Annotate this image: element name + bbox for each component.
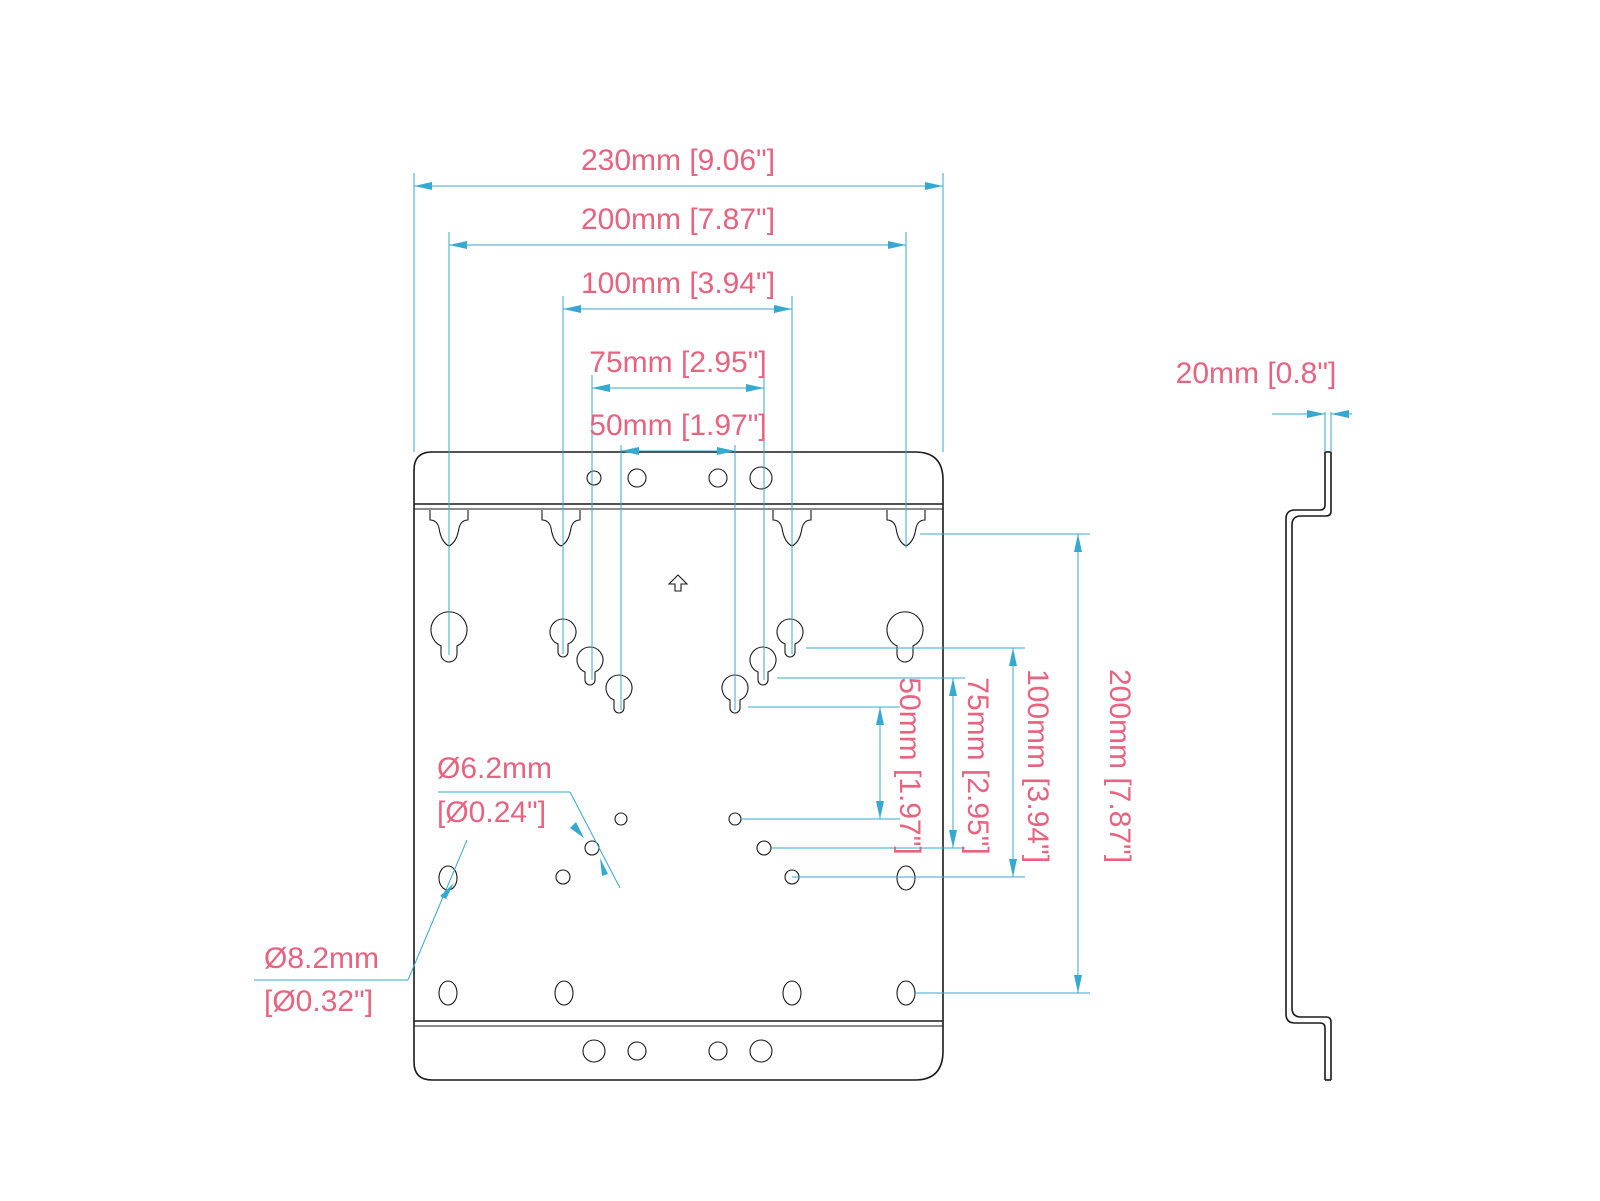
small-hole-diameter-mm: Ø6.2mm	[437, 752, 552, 785]
dim-50mm-horizontal: 50mm [1.97"]	[589, 409, 766, 442]
dimension-lines	[254, 173, 1352, 994]
dim-depth: 20mm [0.8"]	[1176, 357, 1337, 390]
dim-50mm-vertical: 50mm [1.97"]	[893, 677, 926, 854]
plate-front-view	[413, 451, 944, 1081]
hook-slots	[429, 510, 926, 547]
plate-side-view	[1285, 451, 1332, 1081]
plate-outline	[413, 451, 944, 1081]
dim-75mm-vertical: 75mm [2.95"]	[961, 677, 994, 854]
up-arrow-icon	[667, 574, 689, 592]
dim-75mm-horizontal: 75mm [2.95"]	[589, 346, 766, 379]
dim-200mm-vertical: 200mm [7.87"]	[1103, 669, 1136, 863]
dim-overall-width: 230mm [9.06"]	[581, 144, 775, 177]
large-hole-diameter-in: [Ø0.32"]	[264, 985, 373, 1018]
dim-100mm-horizontal: 100mm [3.94"]	[581, 267, 775, 300]
keyholes	[430, 611, 924, 714]
large-hole-diameter-mm: Ø8.2mm	[264, 942, 379, 975]
small-hole-diameter-in: [Ø0.24"]	[437, 796, 546, 829]
dimension-labels: 230mm [9.06"] 200mm [7.87"] 100mm [3.94"…	[264, 144, 1336, 1018]
dim-200mm-horizontal: 200mm [7.87"]	[581, 203, 775, 236]
dim-100mm-vertical: 100mm [3.94"]	[1021, 669, 1054, 863]
